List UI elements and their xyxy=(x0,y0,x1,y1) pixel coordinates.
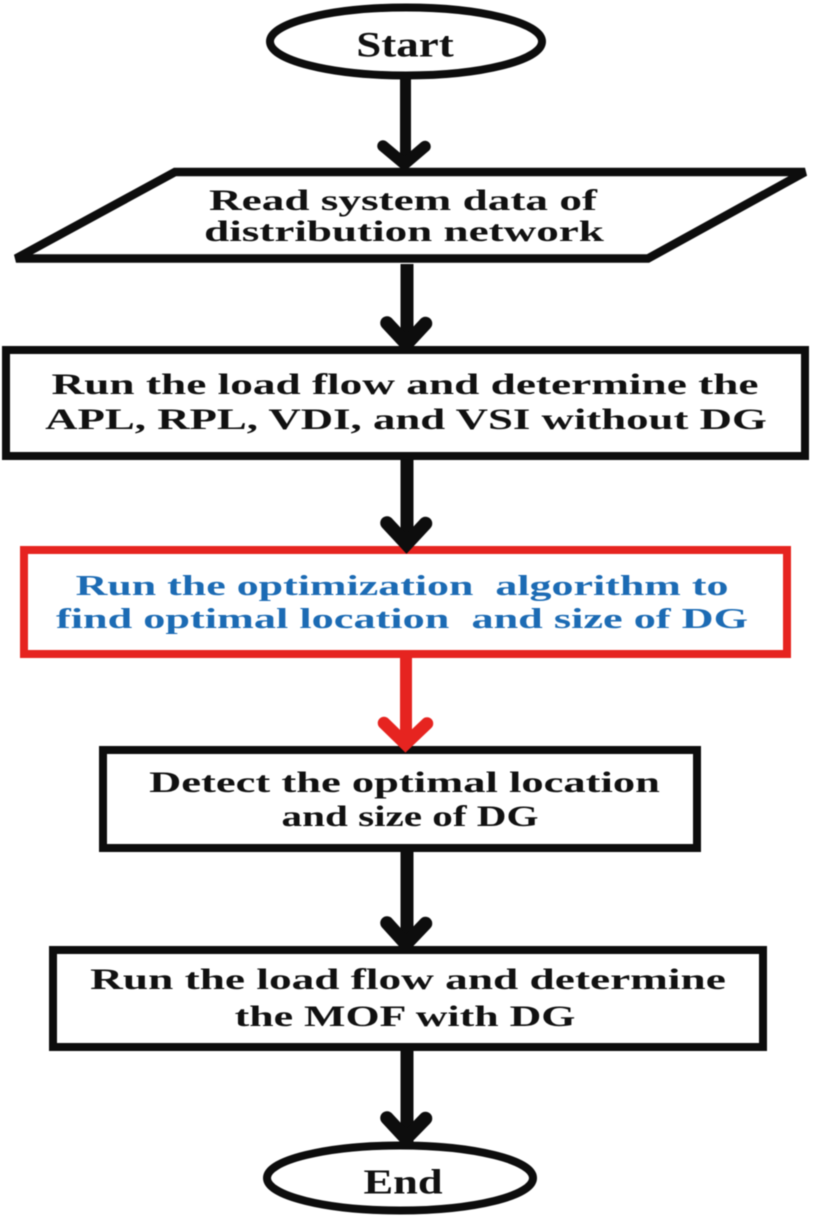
svg-text:End: End xyxy=(363,1162,442,1201)
svg-text:APL, RPL, VDI, and VSI without: APL, RPL, VDI, and VSI without DG xyxy=(45,403,767,436)
svg-text:distribution network: distribution network xyxy=(204,215,605,248)
svg-text:Run the load flow and determin: Run the load flow and determine the xyxy=(52,368,759,401)
svg-text:Run the optimization algorith: Run the optimization algorithm to xyxy=(76,570,729,602)
svg-text:Start: Start xyxy=(356,25,454,65)
svg-text:Read system data of: Read system data of xyxy=(209,184,598,217)
svg-text:find optimal location and siz: find optimal location and size of DG xyxy=(56,603,748,635)
svg-text:the MOF with DG: the MOF with DG xyxy=(235,1000,576,1033)
svg-text:Run the load flow and determin: Run the load flow and determine xyxy=(90,963,726,996)
svg-text:Detect the optimal location: Detect the optimal location xyxy=(149,766,660,799)
svg-text:and size of DG: and size of DG xyxy=(282,799,539,832)
